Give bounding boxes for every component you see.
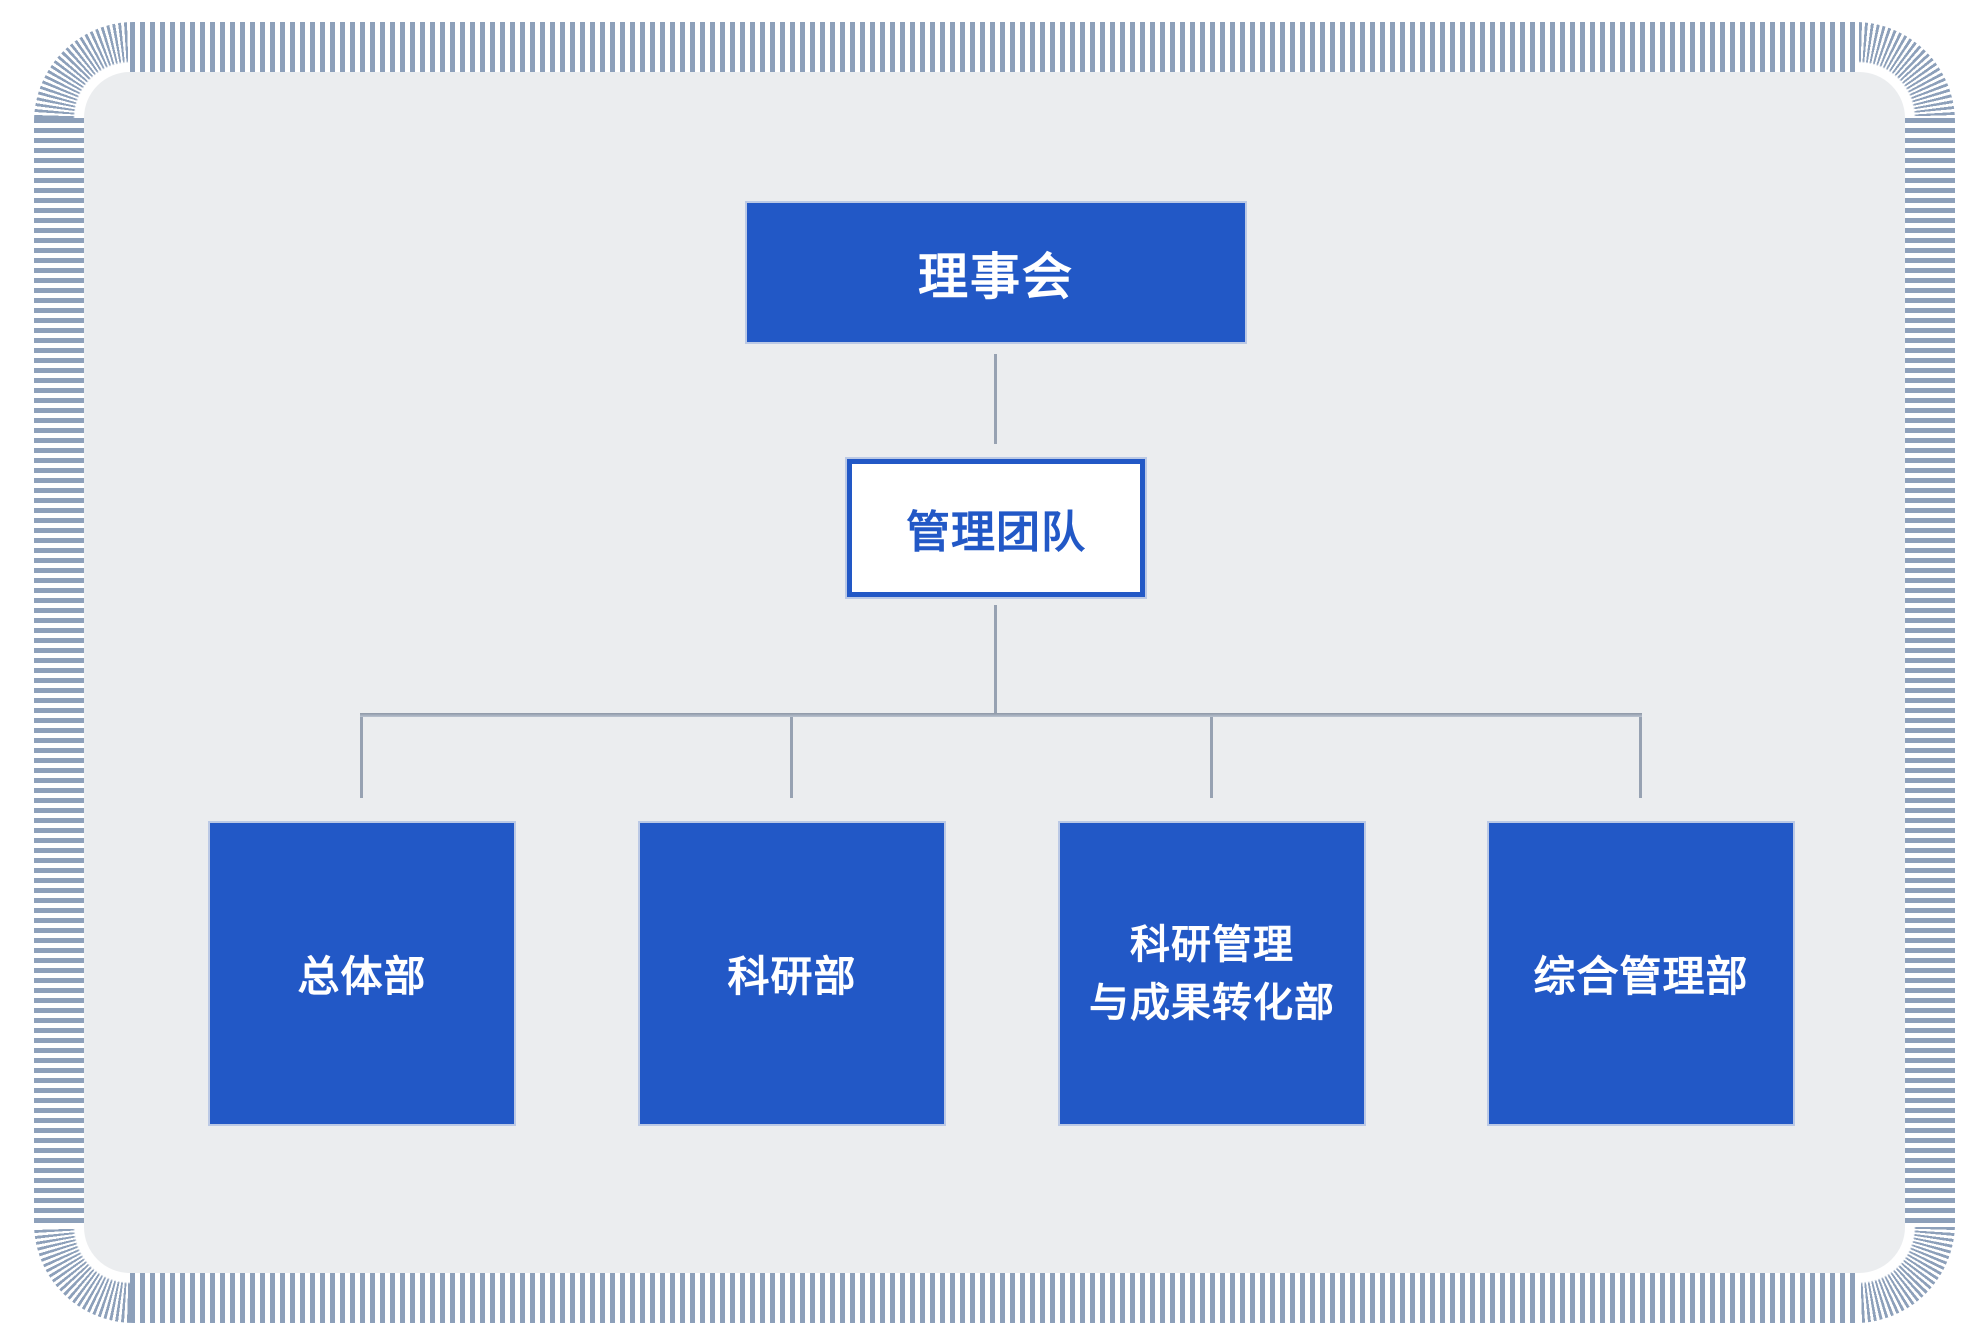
- org-node-management: 管理团队: [847, 459, 1145, 597]
- connector-stub: [790, 717, 793, 798]
- connector-management-rail: [994, 605, 997, 714]
- org-node-dept-label: 综合管理部: [1533, 953, 1749, 1000]
- org-node-dept-label: 总体部: [297, 953, 427, 1000]
- connector-stub: [360, 717, 363, 798]
- org-node-board: 理事会: [747, 203, 1245, 342]
- connector-board-management: [994, 354, 997, 444]
- org-node-dept-label: 科研管理 与成果转化部: [1089, 922, 1335, 1025]
- connector-rail: [360, 713, 1642, 717]
- org-node-dept-general: 总体部: [210, 823, 514, 1124]
- org-node-dept-label: 科研部: [727, 953, 857, 1000]
- connector-stub: [1639, 717, 1642, 798]
- org-node-board-label: 理事会: [918, 248, 1074, 305]
- org-node-dept-comprehensive-mgmt: 综合管理部: [1489, 823, 1793, 1124]
- org-node-dept-research: 科研部: [640, 823, 944, 1124]
- org-node-management-label: 管理团队: [906, 508, 1086, 557]
- org-node-dept-research-mgmt-transfer: 科研管理 与成果转化部: [1060, 823, 1364, 1124]
- connector-stub: [1210, 717, 1213, 798]
